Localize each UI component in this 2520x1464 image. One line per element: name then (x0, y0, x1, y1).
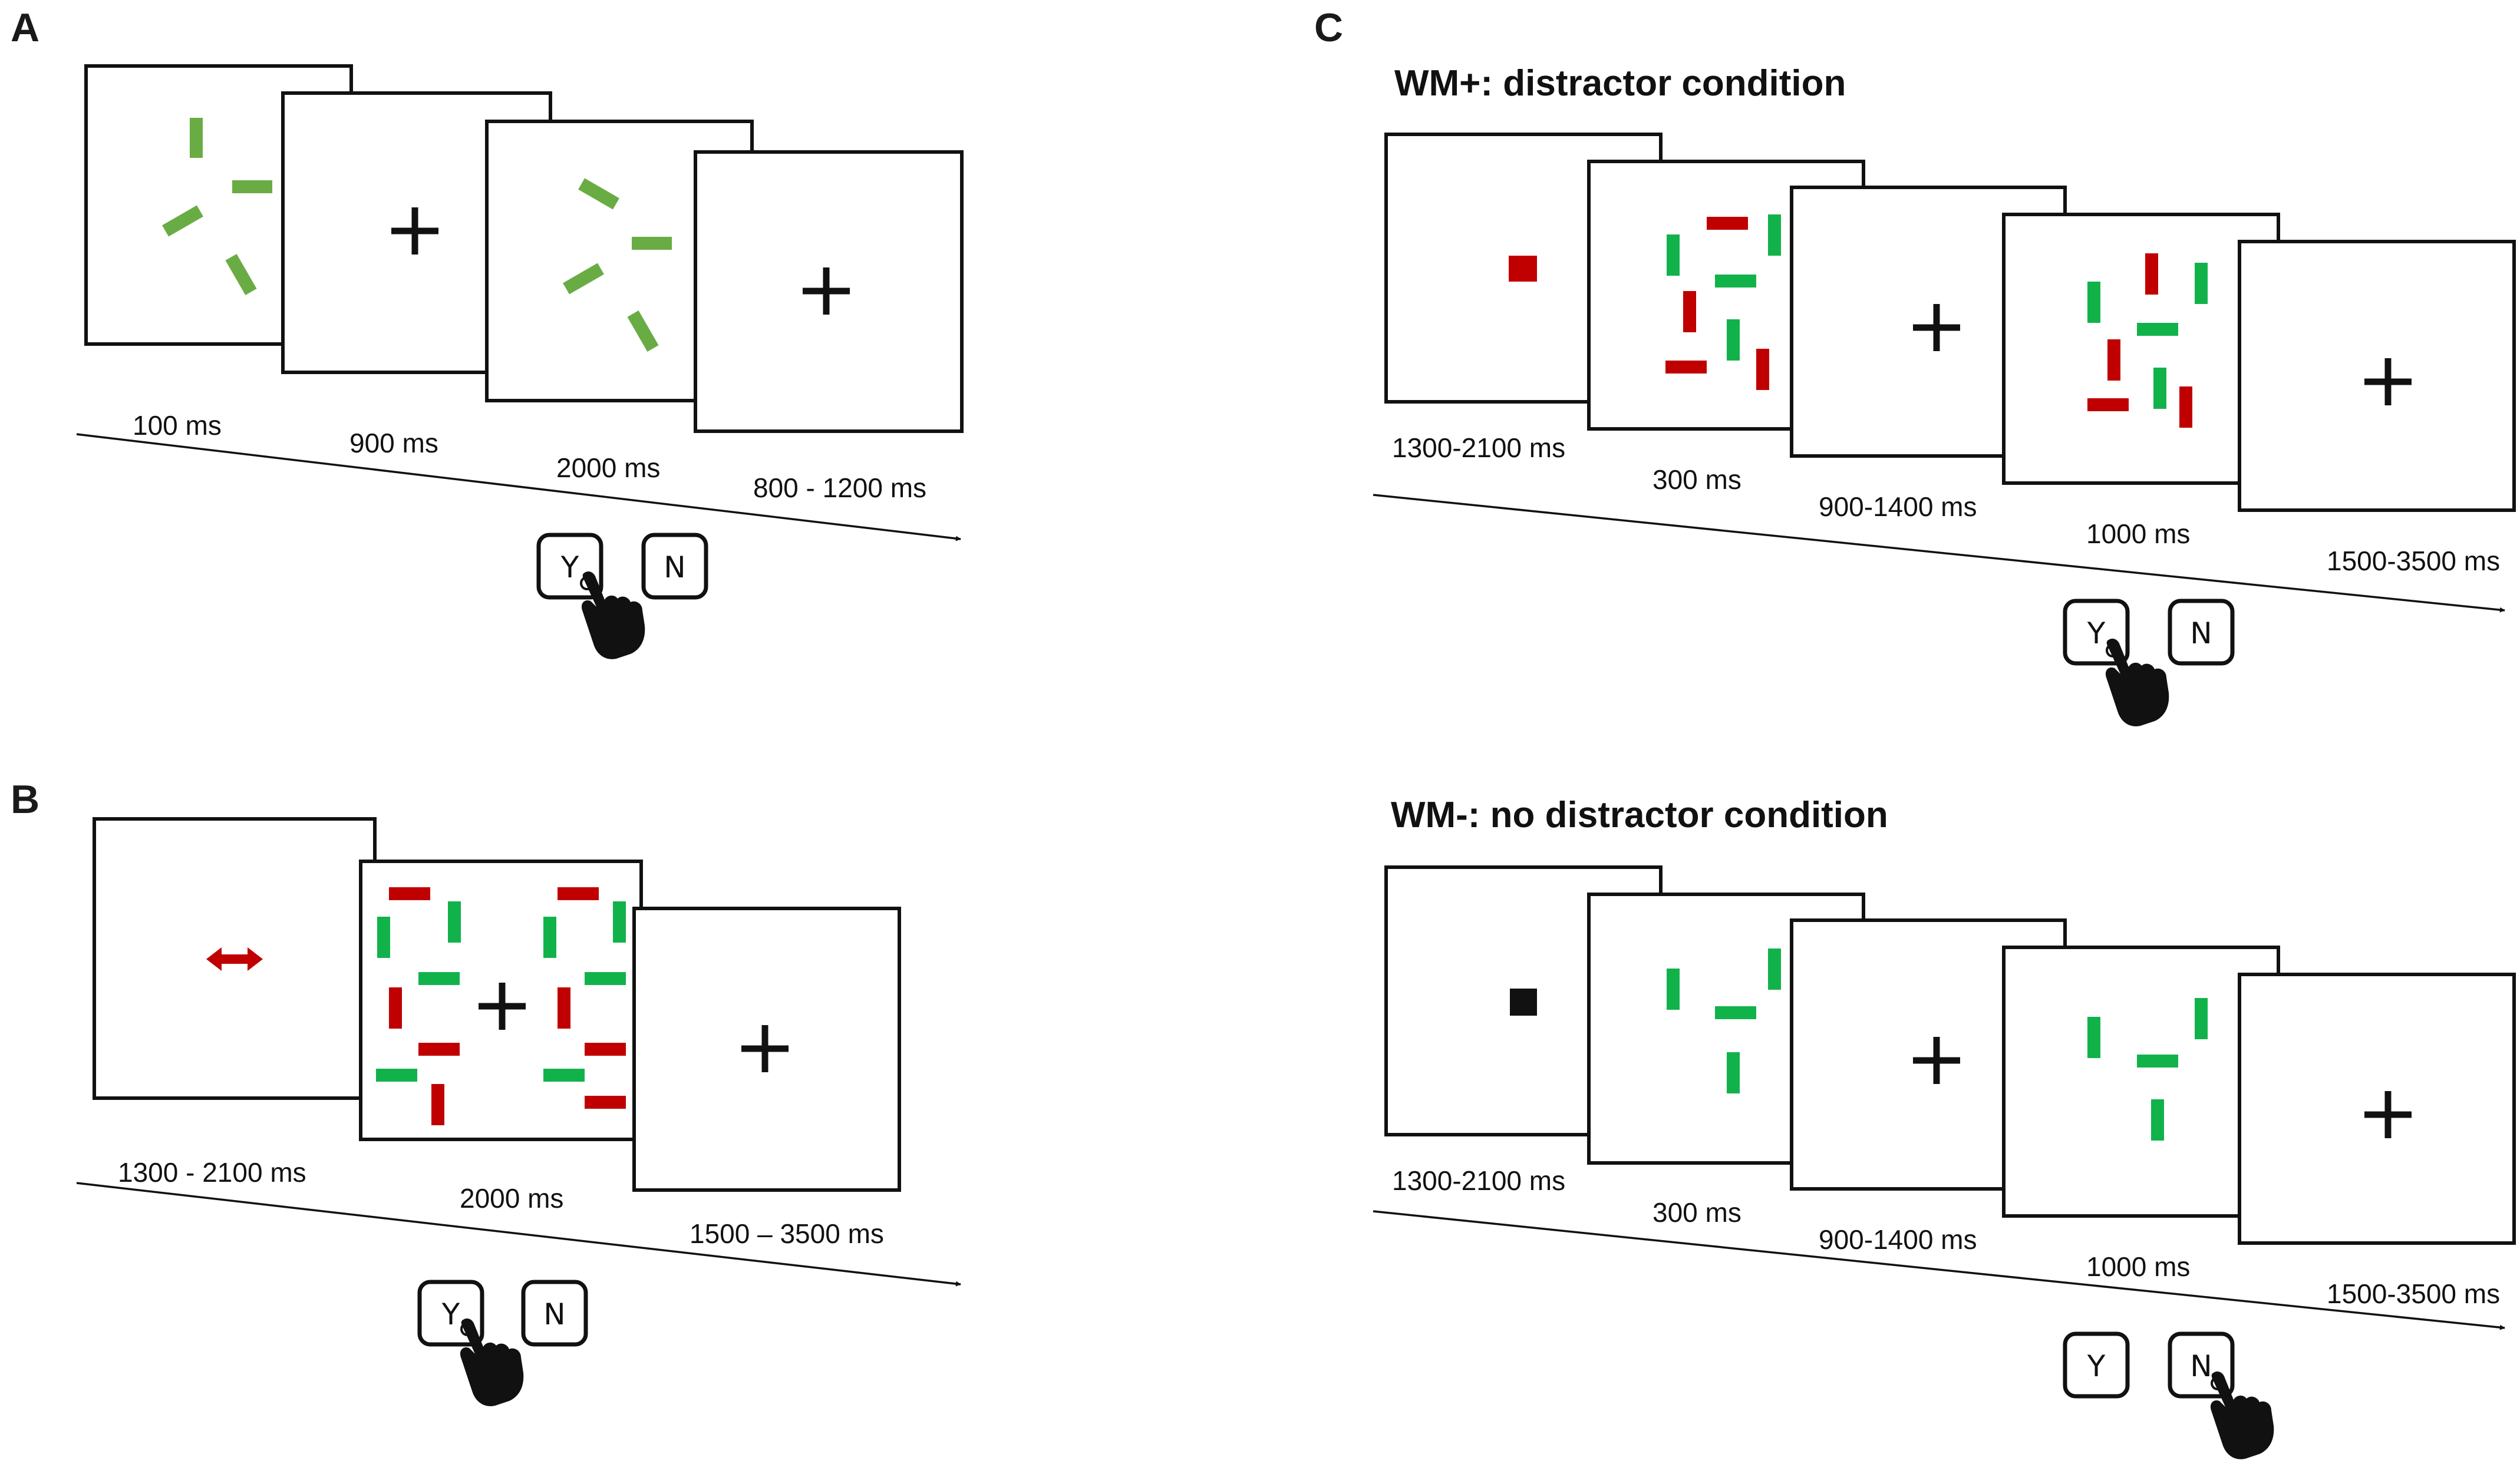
stimulus-bars (162, 118, 272, 295)
memory-array-bars (1667, 949, 1781, 1093)
time-label-4: 1000 ms (2086, 518, 2190, 549)
probe-bars (563, 178, 672, 352)
key-n-label: N (2190, 1349, 2212, 1383)
time-label-5: 1500-3500 ms (2327, 546, 2500, 576)
hand-pointer-icon (581, 571, 645, 659)
wm-minus-sequence: WM-: no distractor condition (1373, 795, 2516, 1459)
time-label-4: 800 - 1200 ms (753, 472, 926, 503)
search-bars (376, 887, 626, 1125)
square-cue-icon (1510, 989, 1537, 1016)
time-label-3: 2000 ms (556, 452, 660, 483)
time-label-5: 1500-3500 ms (2327, 1278, 2500, 1309)
key-n-label: N (664, 550, 685, 584)
condition-title: WM-: no distractor condition (1391, 795, 1888, 835)
key-n (641, 533, 708, 600)
square-cue-icon (1509, 256, 1537, 282)
panel-letter-c: C (1314, 5, 1343, 50)
time-axis (1373, 1210, 2505, 1330)
panel-a: A 100 ms 900 (11, 5, 964, 659)
time-label-1: 1300 - 2100 ms (118, 1157, 306, 1188)
condition-title: WM+: distractor condition (1394, 63, 1846, 104)
panel-c: C WM+: distractor condition (1314, 5, 2516, 1459)
key-y-label: Y (2087, 616, 2106, 650)
time-label-3: 900-1400 ms (1819, 1224, 1977, 1255)
time-axis (76, 1182, 961, 1287)
time-label-3: 1500 – 3500 ms (690, 1218, 884, 1249)
probe-frame (2002, 213, 2280, 485)
time-axis (76, 433, 961, 541)
time-label-1: 1300-2100 ms (1392, 1165, 1565, 1196)
time-label-3: 900-1400 ms (1819, 491, 1977, 522)
probe-bars (2087, 253, 2208, 428)
time-label-2: 300 ms (1652, 1197, 1741, 1228)
time-label-2: 300 ms (1652, 464, 1741, 495)
time-label-2: 900 ms (349, 428, 438, 458)
hand-pointer-icon (460, 1318, 524, 1406)
fixation-cross-icon (2364, 1091, 2412, 1138)
panel-letter-a: A (11, 5, 39, 50)
hand-pointer-icon (2210, 1372, 2274, 1459)
double-arrow-icon (206, 947, 263, 971)
key-n (521, 1280, 588, 1347)
memory-array-bars (1665, 214, 1781, 390)
fixation-cross-icon (2364, 358, 2412, 405)
time-label-1: 1300-2100 ms (1392, 432, 1565, 463)
fixation-cross-icon (803, 267, 850, 315)
probe-bars (2087, 998, 2208, 1141)
key-y-label: Y (560, 550, 579, 584)
key-y-label: Y (441, 1297, 460, 1331)
time-axis (1373, 494, 2505, 613)
panel-letter-b: B (11, 777, 39, 822)
key-n-label: N (543, 1297, 565, 1331)
time-label-1: 100 ms (133, 410, 222, 441)
hand-pointer-icon (2105, 639, 2169, 726)
time-label-2: 2000 ms (460, 1183, 563, 1214)
key-n-label: N (2190, 616, 2212, 650)
probe-frame (2002, 946, 2280, 1218)
key-y-label: Y (2087, 1349, 2106, 1383)
key-n (2168, 599, 2235, 666)
key-y (2063, 1331, 2130, 1399)
fixation-cross-icon (391, 207, 438, 255)
fixation-frame (2238, 973, 2516, 1245)
fixation-cross-icon (1913, 1037, 1960, 1084)
wm-plus-sequence: WM+: distractor condition (1373, 63, 2516, 726)
time-label-4: 1000 ms (2086, 1251, 2190, 1282)
fixation-cross-icon (1913, 304, 1960, 351)
fixation-cross-icon (479, 983, 526, 1030)
panel-b: B (11, 777, 961, 1406)
fixation-frame (2238, 240, 2516, 512)
fixation-cross-icon (741, 1025, 789, 1072)
